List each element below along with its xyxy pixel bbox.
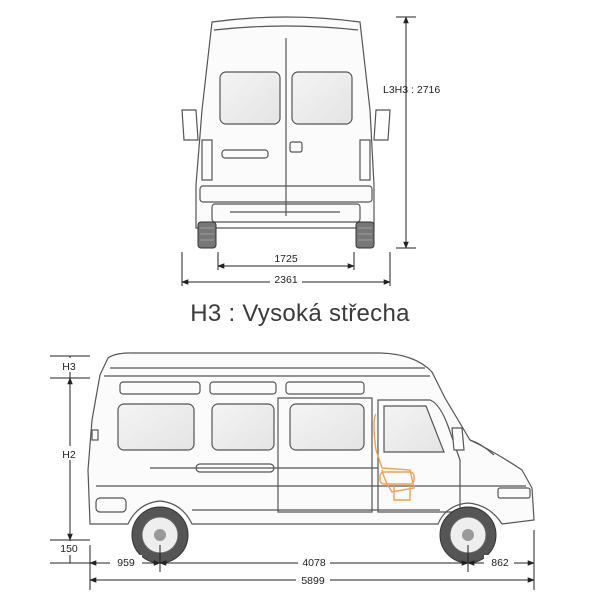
body-height-label: H2 xyxy=(62,449,76,461)
overall-width-label-bg xyxy=(270,272,302,286)
rear-overhang-label: 959 xyxy=(117,557,135,569)
front-overhang-label-bg xyxy=(484,555,514,569)
roof-height-label: H3 xyxy=(62,361,76,373)
track-width-dimension xyxy=(217,252,355,270)
wheelbase-label-bg xyxy=(298,555,330,569)
rear-wheels xyxy=(197,221,375,249)
track-width-label: 1725 xyxy=(274,253,298,265)
clearance-label-bg xyxy=(57,541,81,555)
driver-seat xyxy=(373,413,415,501)
rear-height-label: L3H3 : 2716 xyxy=(383,84,440,96)
side-view-van xyxy=(87,352,535,525)
overall-length-label-bg xyxy=(296,573,330,587)
wheelbase-label: 4078 xyxy=(302,557,326,569)
diagram-title: H3 : Vysoká střecha xyxy=(190,300,410,327)
ground-clearance-label: 150 xyxy=(60,543,78,555)
roof-label-bg xyxy=(58,358,80,372)
rear-overhang-label-bg xyxy=(110,555,142,569)
side-rear-wheel xyxy=(131,506,189,564)
rear-wheel-treads xyxy=(200,227,372,241)
overall-length-label: 5899 xyxy=(301,575,325,587)
front-overhang-label: 862 xyxy=(491,557,509,569)
rear-height-dimension xyxy=(396,16,416,249)
overall-width-label: 2361 xyxy=(274,274,298,286)
rear-view-van xyxy=(181,16,391,229)
body-label-bg xyxy=(58,446,80,460)
